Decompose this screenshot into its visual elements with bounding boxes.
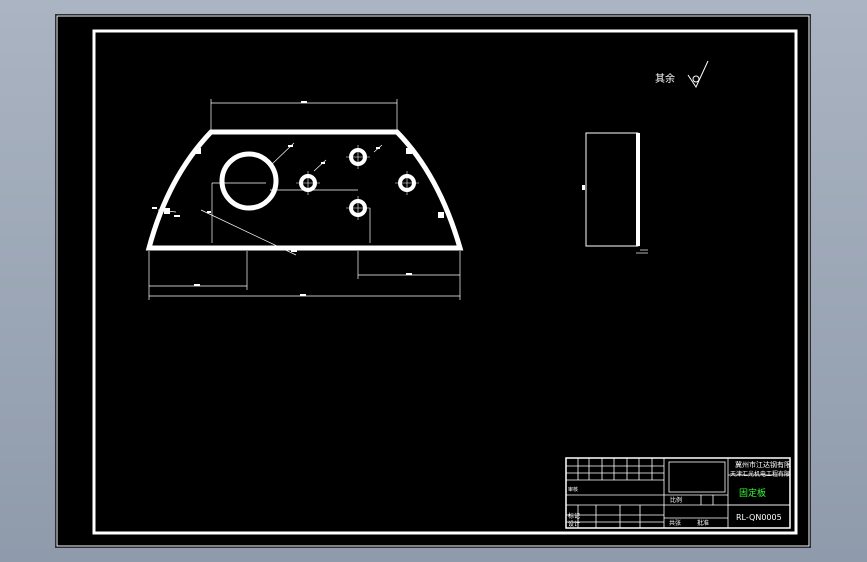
drawing-border <box>92 29 798 535</box>
cad-drawing: 其余 冀州市江达钢有限 <box>56 15 810 547</box>
large-bore-circle <box>219 151 279 211</box>
title-block <box>565 457 791 529</box>
quantity-label: 共张 <box>669 519 681 527</box>
small-holes <box>299 148 416 217</box>
dimension-lines <box>148 99 461 300</box>
title-block-text: 冀州市江达钢有限 天津汇光机电工程有限 固定板 RL-QN0005 比例 共张 … <box>568 460 791 528</box>
review-label: 审核 <box>568 486 578 493</box>
company-line2: 天津汇光机电工程有限 <box>730 470 790 478</box>
drawing-number: RL-QN0005 <box>736 513 782 522</box>
dimension-ticks <box>152 101 412 296</box>
scale-label: 比例 <box>670 496 682 504</box>
company-line1: 冀州市江达钢有限 <box>735 460 791 469</box>
part-name: 固定板 <box>739 487 766 499</box>
mark-label: 标记 <box>568 512 580 520</box>
approve-label: 批准 <box>697 519 709 527</box>
roughness-symbol-icon <box>687 60 709 89</box>
center-lines <box>296 145 419 220</box>
plate-side-view <box>582 132 648 254</box>
cad-drawing-viewport[interactable]: 其余 冀州市江达钢有限 <box>56 15 810 547</box>
plate-front-view <box>145 129 464 251</box>
roughness-note: 其余 <box>655 60 709 89</box>
plate-outline <box>145 129 464 251</box>
design-label: 设计 <box>568 520 580 528</box>
roughness-note-text: 其余 <box>655 72 675 85</box>
sheet-outline <box>56 15 810 547</box>
